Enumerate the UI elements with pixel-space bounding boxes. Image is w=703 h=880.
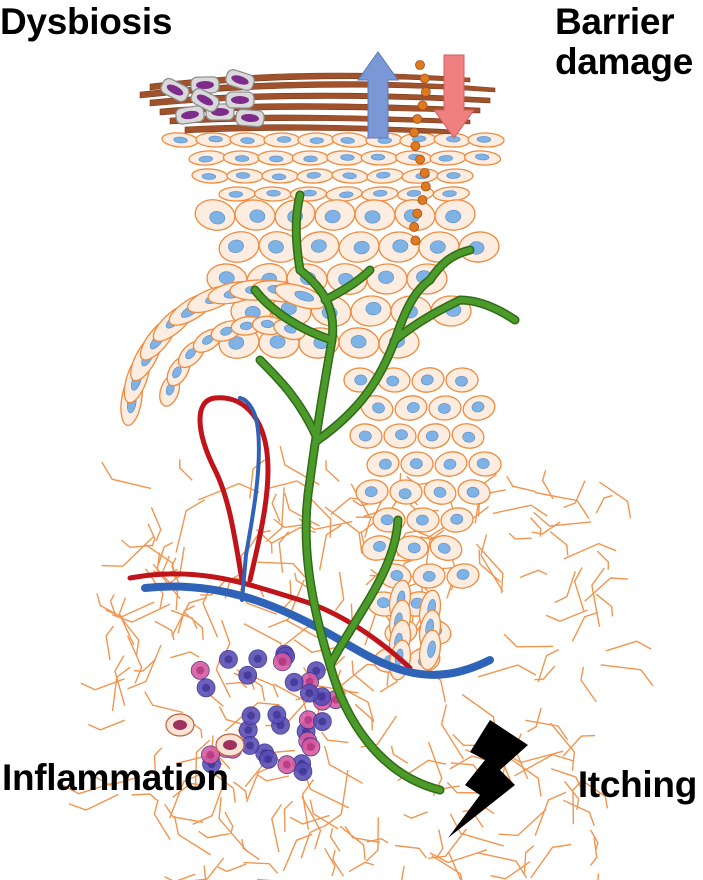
barrier-label-line1: Barrier bbox=[554, 1, 675, 42]
artery bbox=[127, 571, 413, 671]
itching-label: Itching bbox=[577, 764, 697, 805]
dermis-fibers bbox=[62, 445, 654, 880]
inflammation-label: Inflammation bbox=[2, 757, 229, 798]
allergen-dots bbox=[409, 60, 431, 246]
lightning-icon bbox=[448, 720, 528, 838]
up-arrow-icon bbox=[357, 51, 399, 139]
bacteria-icon bbox=[160, 69, 265, 128]
down-arrow-icon bbox=[433, 54, 475, 139]
immune-cell-icon bbox=[165, 644, 346, 781]
dysbiosis-label: Dysbiosis bbox=[0, 1, 173, 42]
epidermis-cells bbox=[120, 132, 505, 681]
nerve-fiber bbox=[250, 190, 520, 795]
barrier-damage-label: Barrier damage bbox=[555, 2, 693, 82]
barrier-label-line2: damage bbox=[554, 41, 693, 82]
